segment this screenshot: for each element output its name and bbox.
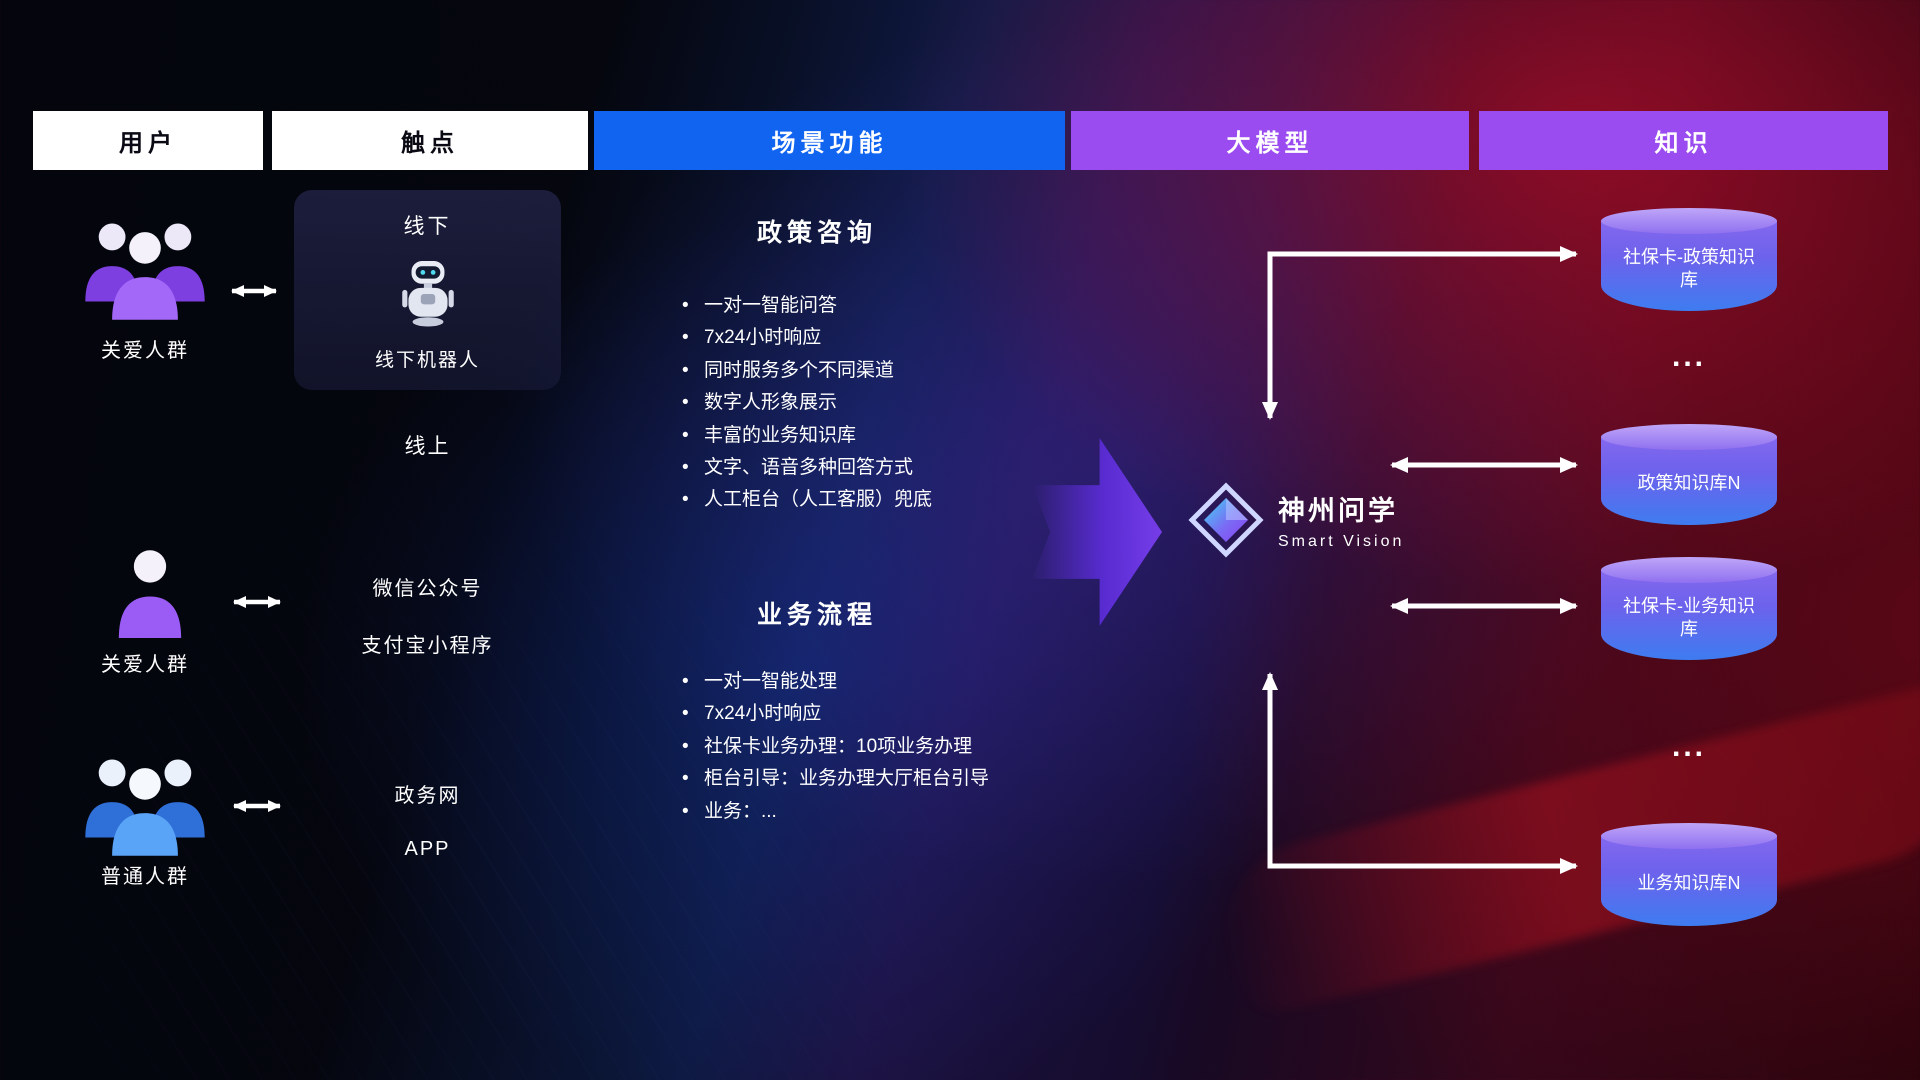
database-cylinder-icon: 社保卡-政策知识库 (1601, 208, 1777, 311)
user-group-label-2: 关爱人群 (101, 654, 189, 676)
user-group-label-1: 关爱人群 (101, 340, 189, 362)
single-person-purple-icon (118, 550, 182, 638)
header-users: 用户 (33, 111, 263, 170)
online-label: 线上 (404, 435, 451, 458)
channel-app: APP (404, 838, 451, 860)
db-policy-n: 政策知识库N (1601, 424, 1777, 525)
arrow-model-to-db4 (1262, 672, 1578, 874)
header-touchpoints: 触点 (272, 111, 588, 170)
header-knowledge: 知识 (1479, 111, 1888, 170)
database-cylinder-icon: 社保卡-业务知识库 (1601, 557, 1777, 660)
database-cylinder-icon: 业务知识库N (1601, 823, 1777, 926)
policy-feature-item: 人工柜台（人工客服）兜底 (680, 484, 932, 517)
policy-feature-item: 同时服务多个不同渠道 (680, 355, 932, 388)
user-group-label-3: 普通人群 (101, 866, 189, 888)
business-feature-item: 一对一智能处理 (680, 666, 989, 699)
offline-caption: 线下机器人 (374, 350, 480, 371)
group-people-purple-icon (85, 223, 205, 320)
channel-wechat: 微信公众号 (372, 578, 483, 600)
business-feature-item: 7x24小时响应 (680, 698, 989, 731)
ellipsis-top: ... (1671, 340, 1706, 373)
db-business-n: 业务知识库N (1601, 823, 1777, 926)
business-feature-list: 一对一智能处理7x24小时响应社保卡业务办理：10项业务办理柜台引导：业务办理大… (680, 666, 989, 828)
policy-feature-item: 一对一智能问答 (680, 290, 932, 323)
policy-feature-list: 一对一智能问答7x24小时响应同时服务多个不同渠道数字人形象展示丰富的业务知识库… (680, 290, 932, 517)
flow-arrow-to-model (1032, 438, 1162, 626)
policy-feature-item: 数字人形象展示 (680, 387, 932, 420)
background-red-swoosh (1202, 678, 1920, 1022)
arrow-model-to-db1 (1262, 246, 1578, 420)
channel-alipay: 支付宝小程序 (361, 635, 494, 657)
business-feature-item: 社保卡业务办理：10项业务办理 (680, 731, 989, 764)
policy-feature-item: 文字、语音多种回答方式 (680, 452, 932, 485)
robot-icon (401, 260, 454, 326)
offline-touchpoint-card: 线下 线下机器人 (294, 190, 561, 390)
business-section-title: 业务流程 (757, 601, 878, 629)
db-policy-socialcard: 社保卡-政策知识库 (1601, 208, 1777, 311)
header-scene-functions: 场景功能 (594, 111, 1065, 170)
brand-name: 神州问学 (1278, 496, 1398, 526)
policy-feature-item: 丰富的业务知识库 (680, 420, 932, 453)
policy-feature-item: 7x24小时响应 (680, 322, 932, 355)
model-logo-block: 神州问学 Smart Vision (1188, 482, 1404, 558)
database-cylinder-icon: 政策知识库N (1601, 424, 1777, 525)
ellipsis-bottom: ... (1671, 730, 1706, 763)
channel-gov-web: 政务网 (394, 785, 461, 807)
business-feature-item: 业务：... (680, 796, 989, 829)
header-large-model: 大模型 (1071, 111, 1469, 170)
business-feature-item: 柜台引导：业务办理大厅柜台引导 (680, 763, 989, 796)
db-business-socialcard: 社保卡-业务知识库 (1601, 557, 1777, 660)
group-people-blue-icon (85, 759, 205, 856)
brand-subtitle: Smart Vision (1278, 533, 1405, 550)
brand-diamond-icon (1188, 482, 1264, 558)
offline-title: 线下 (403, 215, 452, 238)
policy-section-title: 政策咨询 (757, 219, 878, 247)
